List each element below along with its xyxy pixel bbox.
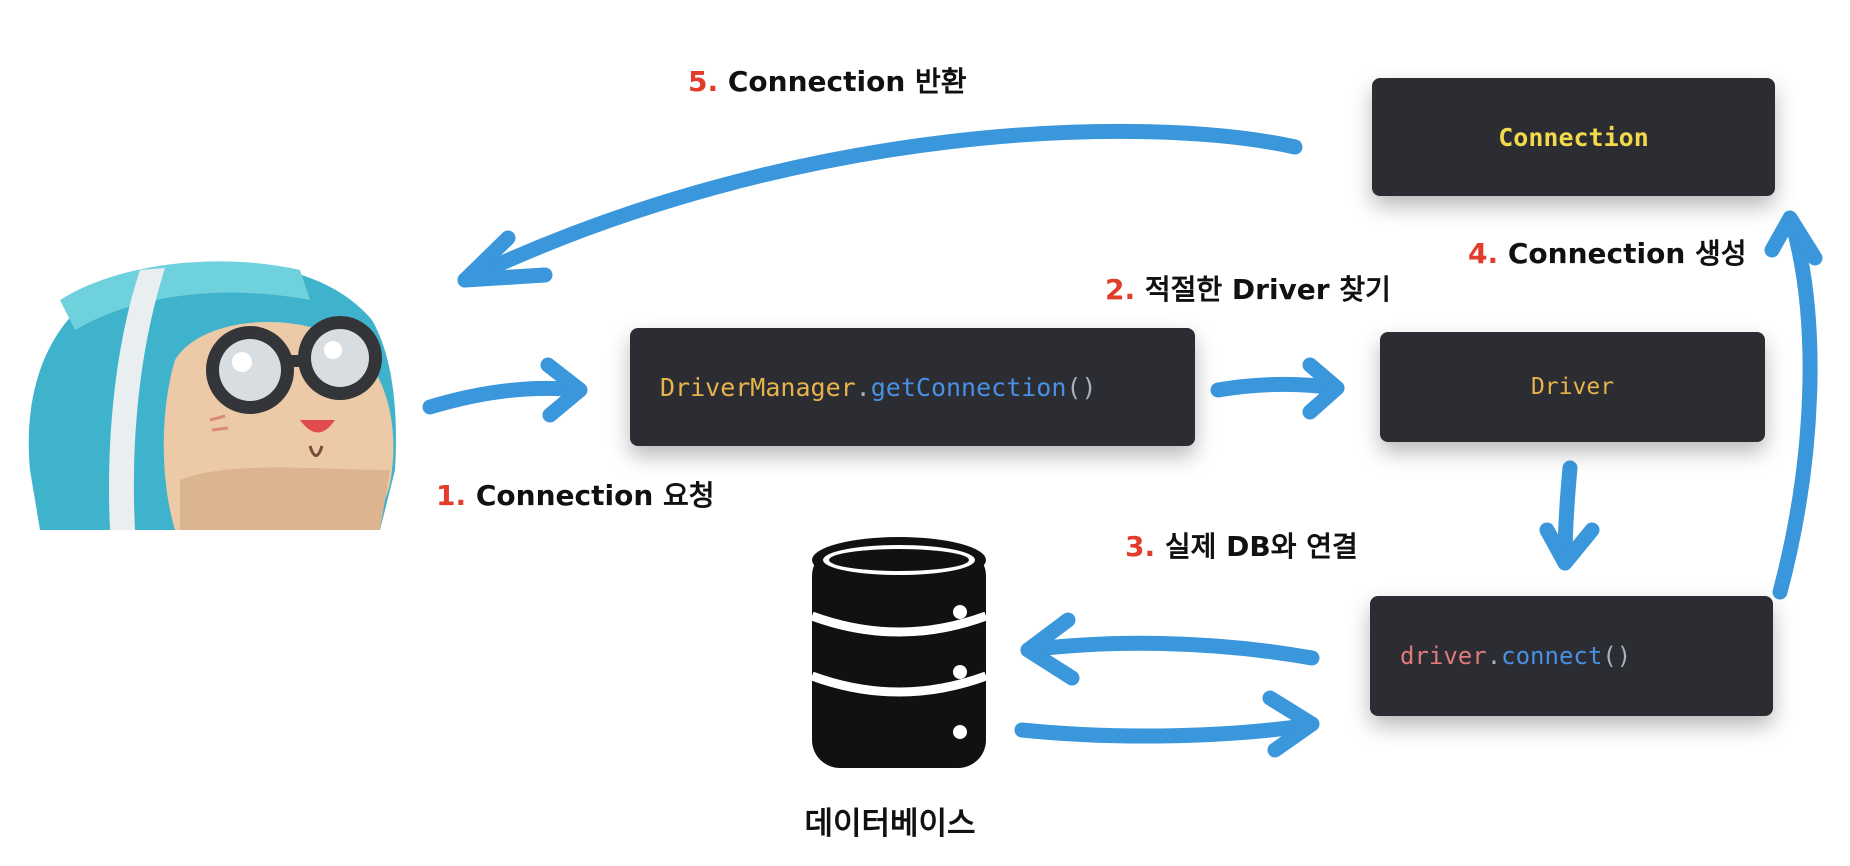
driver-var: driver bbox=[1400, 642, 1487, 670]
connection-box: Connection bbox=[1372, 78, 1775, 196]
step-5-text: Connection 반환 bbox=[727, 65, 967, 98]
driver-text: Driver bbox=[1530, 374, 1615, 400]
step-2-number: 2. bbox=[1105, 273, 1136, 306]
database-label: 데이터베이스 bbox=[804, 806, 976, 842]
arrow-request-connection-head bbox=[540, 357, 588, 423]
driver-manager-box: DriverManager.getConnection() bbox=[630, 328, 1195, 446]
arrow-return-connection-head bbox=[457, 230, 553, 288]
step-4-number: 4. bbox=[1468, 237, 1499, 270]
driver-manager-dot: . bbox=[855, 372, 871, 402]
step-2-label: 2. 적절한 Driver 찾기 bbox=[1105, 268, 1391, 308]
arrow-db-to-connect bbox=[1014, 717, 1318, 744]
driver-connect-box: driver.connect() bbox=[1370, 596, 1773, 716]
step-3-number: 3. bbox=[1125, 530, 1156, 563]
step-3-label: 3. 실제 DB와 연결 bbox=[1125, 525, 1358, 565]
arrow-find-driver-head bbox=[1302, 357, 1345, 420]
driver-connect-dot: . bbox=[1486, 642, 1502, 670]
step-1-label: 1. Connection 요청 bbox=[436, 474, 715, 514]
arrow-connect-to-db-head bbox=[1020, 612, 1080, 686]
step-1-text: Connection 요청 bbox=[475, 479, 715, 512]
get-connection-parens: () bbox=[1066, 372, 1097, 402]
step-4-text: Connection 생성 bbox=[1507, 237, 1747, 270]
step-2-text: 적절한 Driver 찾기 bbox=[1144, 273, 1391, 306]
connect-parens: () bbox=[1602, 642, 1632, 670]
arrow-db-to-connect-head bbox=[1262, 690, 1320, 758]
database-icon bbox=[810, 537, 988, 768]
get-connection-method: getConnection bbox=[870, 372, 1067, 402]
mole-character-icon bbox=[28, 261, 396, 530]
arrow-driver-connect-head bbox=[1539, 522, 1600, 571]
arrow-create-connection-head bbox=[1764, 210, 1823, 266]
step-3-text: 실제 DB와 연결 bbox=[1164, 530, 1358, 563]
driver-box: Driver bbox=[1380, 332, 1765, 442]
step-1-number: 1. bbox=[436, 479, 467, 512]
driver-manager-class: DriverManager bbox=[660, 372, 856, 402]
arrow-create-connection bbox=[1772, 214, 1818, 600]
arrow-connect-to-db bbox=[1020, 635, 1320, 666]
step-4-label: 4. Connection 생성 bbox=[1468, 232, 1747, 272]
step-5-number: 5. bbox=[688, 65, 719, 98]
connection-text: Connection bbox=[1498, 122, 1649, 152]
arrow-return-connection bbox=[457, 123, 1303, 288]
step-5-label: 5. Connection 반환 bbox=[688, 60, 967, 100]
arrow-find-driver bbox=[1210, 376, 1343, 398]
connect-method: connect bbox=[1501, 642, 1603, 670]
arrow-request-connection bbox=[422, 380, 586, 415]
